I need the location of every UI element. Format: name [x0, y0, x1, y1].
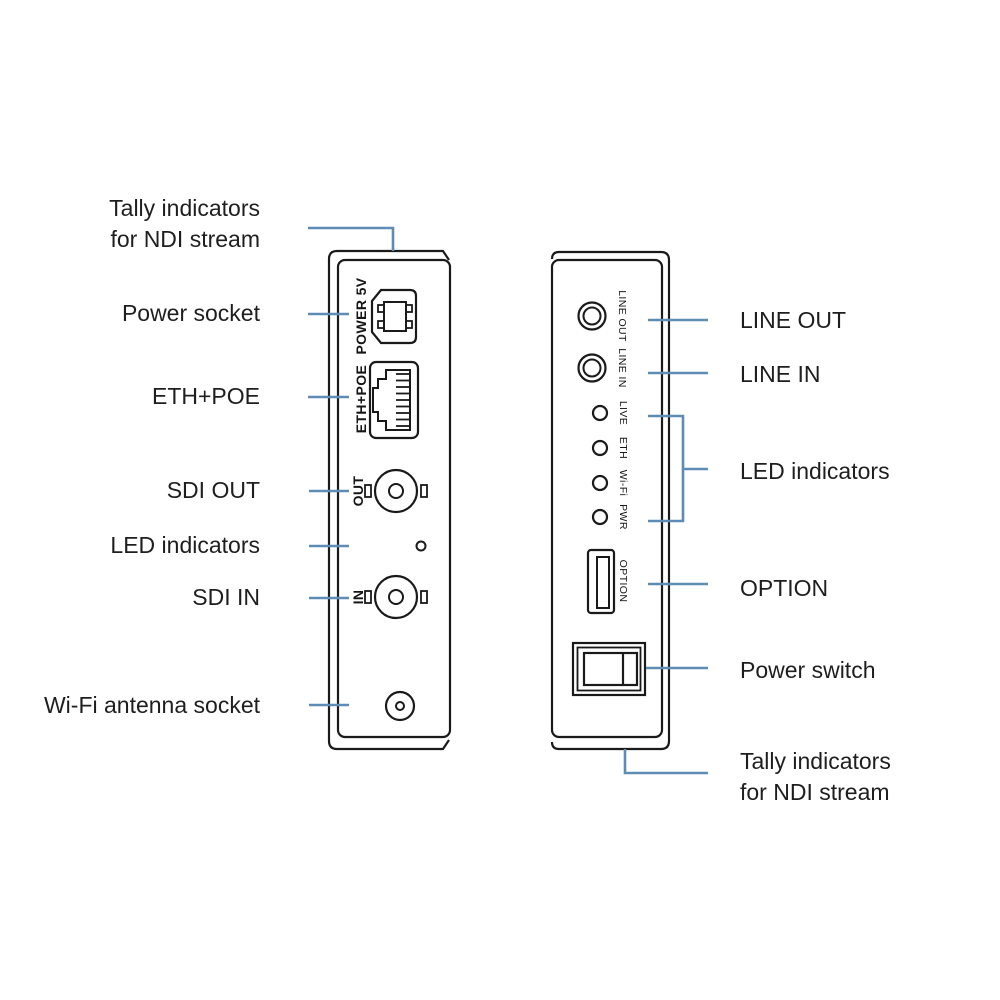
line-out-jack-icon: [577, 301, 607, 331]
label-option: OPTION: [740, 575, 829, 601]
label-wifi-antenna: Wi-Fi antenna socket: [43, 692, 260, 718]
label-tally-right-line1: Tally indicators: [740, 748, 891, 774]
label-tally-left: Tally indicators for NDI stream: [109, 193, 260, 255]
power-switch-icon: [571, 641, 647, 697]
left-panel-flange: [327, 249, 450, 751]
line-in-jack-icon: [577, 353, 607, 383]
led-indicator-icons: [591, 404, 609, 526]
option-usb-a-icon: [586, 548, 616, 615]
label-tally-right-line2: for NDI stream: [740, 779, 890, 805]
label-eth-poe: ETH+POE: [151, 383, 260, 409]
port-label-eth: ETH: [617, 436, 629, 460]
led-eth-icon: [591, 439, 609, 457]
sdi-in-bnc-icon: [364, 574, 428, 620]
label-sdi-out: SDI OUT: [166, 477, 260, 503]
led-live-icon: [591, 404, 609, 422]
right-panel-face: [550, 258, 664, 739]
label-led-indicators-right: LED indicators: [740, 458, 890, 484]
port-label-pwr: PWR: [617, 504, 629, 530]
port-label-live: LIVE: [617, 400, 629, 426]
port-label-line-out: LINE OUT: [616, 290, 628, 342]
label-tally-left-line1: Tally indicators: [109, 195, 260, 221]
port-label-wifi: Wi-Fi: [617, 469, 629, 497]
label-tally-left-line2: for NDI stream: [110, 226, 260, 252]
callout-lines: [308, 226, 708, 775]
right-panel-outline: [550, 250, 671, 751]
label-sdi-in: SDI IN: [192, 584, 260, 610]
left-panel-outline: [327, 249, 452, 751]
label-led-indicators-left: LED indicators: [110, 532, 260, 558]
sdi-out-bnc-icon: [364, 468, 428, 514]
left-panel-face: [336, 258, 452, 739]
rj45-pins: [396, 373, 409, 427]
eth-poe-rj45-icon: [368, 360, 420, 440]
port-label-power-5v: POWER 5V: [353, 277, 369, 355]
right-panel-flange: [550, 250, 671, 751]
led-pwr-icon: [591, 508, 609, 526]
led-wifi-icon: [591, 474, 609, 492]
label-tally-right: Tally indicators for NDI stream: [740, 746, 891, 808]
wifi-antenna-socket-icon: [384, 690, 416, 722]
port-label-out: OUT: [350, 475, 366, 507]
label-power-switch: Power switch: [740, 657, 876, 683]
port-label-line-in: LINE IN: [616, 348, 628, 388]
port-label-option: OPTION: [617, 559, 629, 603]
callout-bracket-led-right: [648, 414, 685, 523]
led-hole-icon: [415, 540, 427, 552]
power-socket-usb-b-icon: [370, 288, 418, 345]
port-label-in: IN: [350, 589, 366, 605]
callout-line-tally-right: [623, 749, 708, 775]
port-label-eth-poe: ETH+POE: [353, 364, 369, 434]
callout-line-tally-left: [308, 226, 395, 251]
label-line-out: LINE OUT: [740, 307, 847, 333]
label-power-socket: Power socket: [121, 300, 260, 326]
label-line-in: LINE IN: [740, 361, 821, 387]
